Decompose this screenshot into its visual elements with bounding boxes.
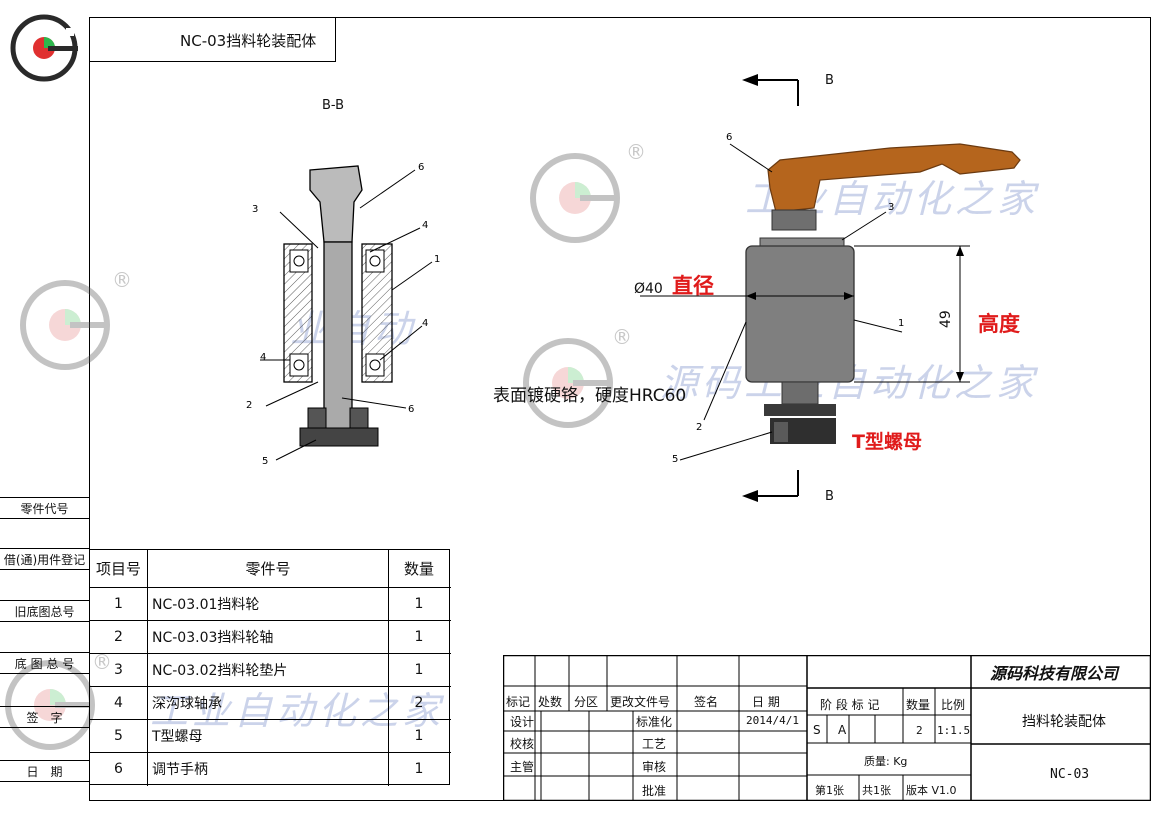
row-qty: 1 [414, 760, 424, 777]
mass-label: 质量: Kg [864, 755, 908, 768]
nut-note: T型螺母 [852, 431, 922, 453]
row-name: NC-03.02挡料轮垫片 [152, 663, 288, 679]
mirrored-title: NC-03挡料轮装配体 [180, 32, 317, 50]
section-view: 6 3 4 1 4 4 2 6 5 [246, 162, 440, 467]
row-qty: 1 [414, 596, 424, 612]
balloon: 5 [262, 456, 268, 467]
row-no: 3 [114, 662, 123, 678]
row-name: 深沟球轴承 [152, 696, 222, 712]
balloon: 6 [418, 162, 424, 173]
row-qty: 1 [414, 662, 424, 678]
row-name: NC-03.01挡料轮 [152, 597, 260, 613]
qty-label: 数量 [906, 698, 931, 712]
design-date: 2014/4/1 [746, 714, 799, 727]
company-name: 源码科技有限公司 [990, 664, 1119, 683]
row-qty: 1 [414, 728, 424, 744]
strip-base-drawing-no: 底 图 总 号 [0, 652, 89, 674]
view-label-b-top: B [825, 73, 834, 88]
diameter-note: 直径 [672, 274, 714, 298]
watermark-logo-icon [530, 153, 620, 243]
assembly-view: 6 3 1 2 5 [640, 74, 1021, 502]
height-dimension: 49 [938, 310, 954, 328]
watermark-logo-icon [5, 660, 95, 750]
row-no: 5 [114, 728, 123, 744]
strip-signature: 签 字 [0, 706, 89, 728]
version-label: 版本 V1.0 [906, 784, 957, 797]
row-qty: 2 [414, 695, 424, 711]
process-label: 工艺 [642, 737, 667, 751]
row-name: 调节手柄 [152, 761, 208, 778]
design-label: 设计 [510, 715, 535, 729]
title-block-grid [503, 655, 1151, 801]
stage-label: 阶 段 标 记 [820, 698, 880, 712]
rev-header-mark: 标记 [506, 695, 531, 709]
drawing-number: NC-03 [1050, 767, 1090, 782]
parts-header-qty: 数量 [403, 560, 434, 578]
balloon: 4 [422, 220, 428, 231]
parts-header-name: 零件号 [245, 560, 291, 578]
watermark-registered: ® [92, 650, 112, 674]
chief-label: 主管 [510, 760, 535, 774]
balloon: 6 [408, 404, 414, 415]
approve-label: 批准 [642, 784, 667, 798]
strip-part-code: 零件代号 [0, 497, 89, 519]
strip-label: 借(通)用件登记 [3, 553, 86, 567]
balloon: 6 [726, 132, 732, 143]
standardize-label: 标准化 [636, 715, 673, 729]
rev-header-zone: 分区 [574, 695, 599, 709]
balloon: 1 [898, 318, 904, 329]
section-label: B-B [322, 98, 345, 113]
qty-value: 2 [916, 724, 923, 737]
part-name: 挡料轮装配体 [1022, 714, 1106, 730]
row-no: 1 [114, 596, 123, 612]
strip-label: 日 期 [26, 765, 63, 779]
stage-a: A [838, 723, 847, 737]
balloon: 2 [696, 422, 702, 433]
total-label: 共1张 [862, 784, 891, 797]
stage-s: S [813, 723, 821, 737]
parts-header-no: 项目号 [95, 560, 141, 578]
balloon: 3 [252, 204, 258, 215]
surface-note: 表面镀硬铬，硬度HRC60 [493, 386, 687, 406]
watermark-registered: ® [612, 325, 632, 349]
check-label: 校核 [510, 737, 535, 751]
view-label-b-bottom: B [825, 489, 834, 504]
row-name: T型螺母 [152, 729, 203, 745]
scale-label: 比例 [941, 698, 966, 712]
scale-value: 1:1.5 [937, 724, 971, 737]
watermark-logo-icon [523, 338, 613, 428]
balloon: 5 [672, 454, 678, 465]
row-no: 6 [114, 760, 123, 777]
strip-old-drawing-no: 旧底图总号 [0, 600, 89, 622]
balloon: 4 [422, 318, 428, 329]
strip-borrow-register: 借(通)用件登记 [0, 548, 89, 570]
strip-label: 底 图 总 号 [14, 657, 75, 671]
strip-label: 旧底图总号 [14, 605, 75, 619]
row-name: NC-03.03挡料轮轴 [152, 630, 274, 646]
rev-header-doc: 更改文件号 [610, 695, 671, 709]
diameter-dimension: Ø40 [634, 281, 663, 297]
sheet-label: 第1张 [815, 784, 844, 797]
row-qty: 1 [414, 629, 424, 645]
rev-header-sign: 签名 [694, 695, 719, 709]
strip-label: 签 字 [26, 711, 63, 725]
mirrored-title-box [90, 18, 336, 62]
row-no: 4 [114, 695, 123, 711]
watermark-logo-icon [20, 280, 110, 370]
balloon: 2 [246, 400, 252, 411]
review-label: 审核 [642, 760, 667, 774]
rev-header-count: 处数 [538, 695, 563, 709]
parts-table: 项目号 零件号 数量 1 NC-03.01挡料轮 1 2 NC-03.03挡料轮… [89, 549, 451, 786]
strip-date: 日 期 [0, 760, 89, 782]
strip-label: 零件代号 [20, 502, 69, 516]
watermark-registered: ® [112, 268, 132, 292]
rev-header-date: 日 期 [752, 695, 780, 709]
height-note: 高度 [978, 312, 1020, 336]
balloon: 3 [888, 202, 894, 213]
balloon: 1 [434, 254, 440, 265]
balloon: 4 [260, 352, 266, 363]
logo-icon [10, 14, 78, 82]
row-no: 2 [114, 629, 123, 645]
watermark-registered: ® [626, 140, 646, 164]
